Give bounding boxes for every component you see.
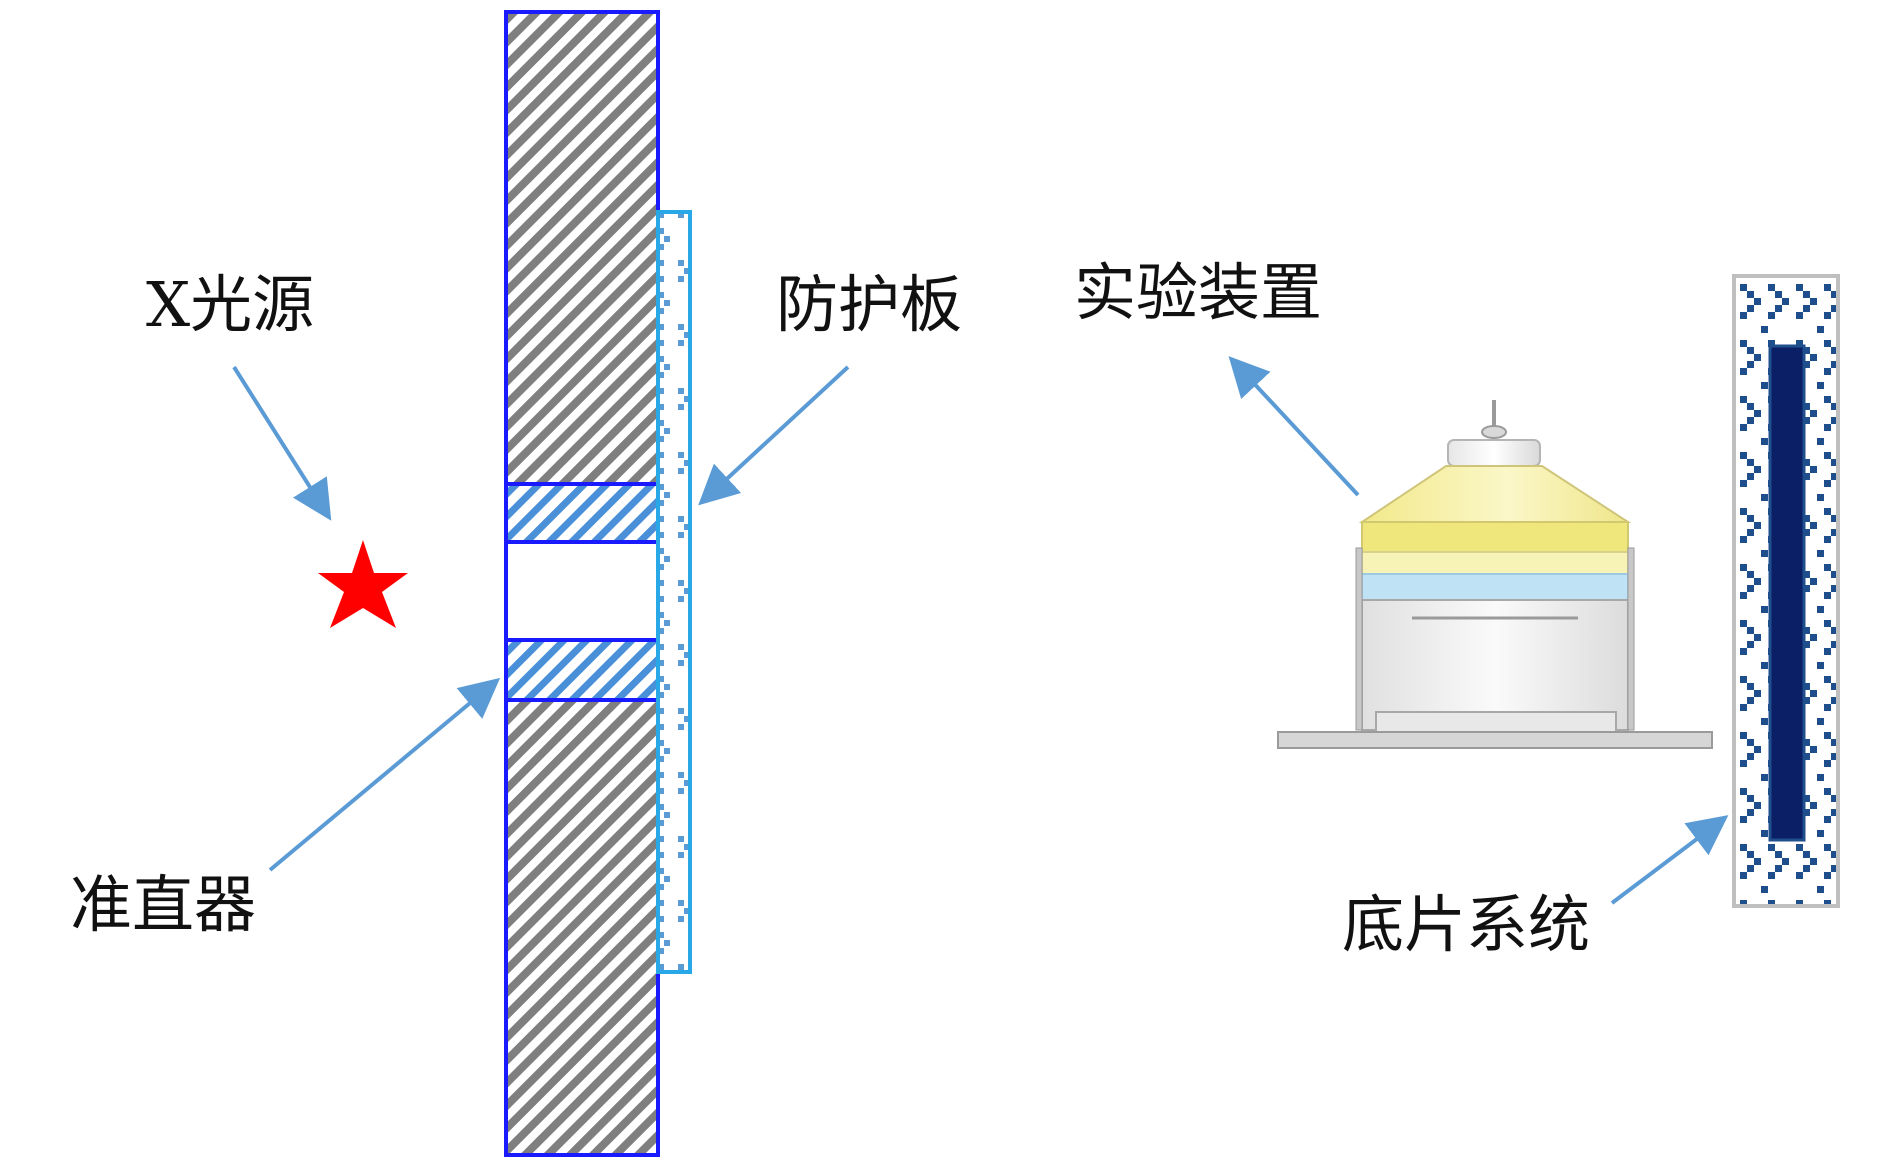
experiment-device-icon <box>1277 400 1713 749</box>
collimator <box>504 10 660 1157</box>
label-protective-plate: 防护板 <box>776 268 962 341</box>
x-ray-source-star-icon <box>318 540 408 628</box>
arrow-experiment-device <box>1228 356 1360 497</box>
arrow-protective-plate <box>698 365 850 506</box>
collimator-lower-lining <box>504 638 660 702</box>
arrow-x-source <box>232 365 332 521</box>
collimator-lower-block <box>504 698 660 1157</box>
protective-plate <box>656 210 692 974</box>
label-x-source: X光源 <box>146 268 314 341</box>
label-experiment-device: 实验装置 <box>1074 256 1322 329</box>
collimator-aperture <box>504 540 660 642</box>
collimator-upper-lining <box>504 482 660 544</box>
label-film-system: 底片系统 <box>1342 888 1590 961</box>
collimator-upper-block <box>504 10 660 486</box>
label-collimator: 准直器 <box>70 868 256 941</box>
film-core <box>1768 344 1806 842</box>
film-system <box>1732 274 1840 908</box>
arrow-film-system <box>1610 815 1729 905</box>
arrow-collimator <box>268 677 501 872</box>
